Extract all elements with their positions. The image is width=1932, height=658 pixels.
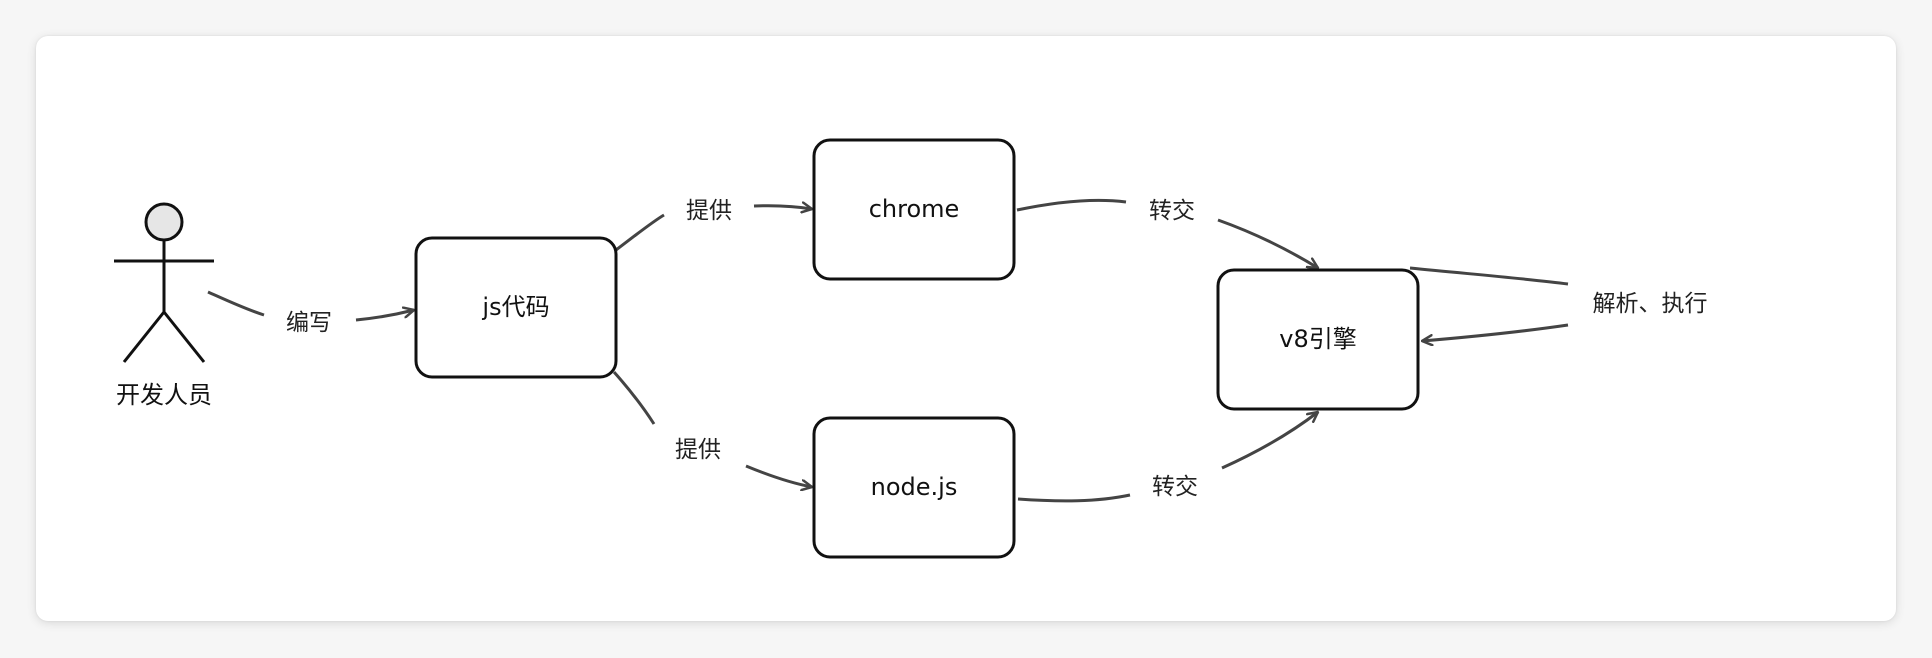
edge-handoff-node-tail [1017, 493, 1131, 503]
edge-handoff-chrome-tail [1016, 198, 1127, 212]
node-chrome-label: chrome [869, 195, 960, 223]
edge-provide-chrome: 提供 [615, 198, 812, 252]
edge-handoff-chrome: 转交 [1016, 198, 1318, 270]
edge-write-label: 编写 [286, 310, 332, 336]
edge-provide-node-tail [612, 371, 656, 425]
edge-handoff-node: 转交 [1017, 412, 1318, 503]
node-nodejs: node.js [812, 416, 1016, 559]
node-jscode: js代码 [414, 236, 618, 379]
edge-provide-chrome-tail [615, 213, 665, 252]
edge-provide-node-label: 提供 [675, 437, 721, 463]
node-v8: v8引擎 [1216, 268, 1420, 411]
edge-write: 编写 [207, 290, 414, 336]
edge-provide-chrome-label: 提供 [686, 198, 732, 224]
edge-parse-execute: 解析、执行 [1409, 266, 1708, 341]
edge-parse-execute-head [1422, 323, 1569, 341]
edge-write-head [355, 310, 414, 322]
edge-provide-node: 提供 [612, 371, 812, 487]
edge-write-tail [207, 290, 265, 317]
edge-parse-execute-label: 解析、执行 [1593, 291, 1708, 317]
edge-handoff-node-label: 转交 [1152, 474, 1198, 500]
edge-provide-chrome-head [753, 206, 812, 209]
edge-provide-node-head [745, 464, 812, 487]
actor-label: 开发人员 [116, 381, 212, 409]
edge-parse-execute-tail [1409, 266, 1569, 286]
node-chrome: chrome [812, 138, 1016, 281]
node-nodejs-box [812, 416, 1016, 559]
actor-left-leg [122, 311, 166, 363]
developer-actor: 开发人员 [114, 202, 214, 409]
node-v8-label: v8引擎 [1279, 325, 1356, 353]
edge-handoff-chrome-label: 转交 [1149, 198, 1195, 224]
node-jscode-label: js代码 [481, 293, 549, 321]
node-chrome-box [812, 138, 1016, 281]
actor-right-leg [162, 311, 206, 363]
node-jscode-box [414, 236, 618, 379]
edge-handoff-chrome-head [1217, 218, 1318, 270]
node-nodejs-label: node.js [871, 473, 958, 501]
actor-head [144, 202, 184, 242]
edge-handoff-node-head [1221, 412, 1318, 470]
node-v8-box [1216, 268, 1420, 411]
